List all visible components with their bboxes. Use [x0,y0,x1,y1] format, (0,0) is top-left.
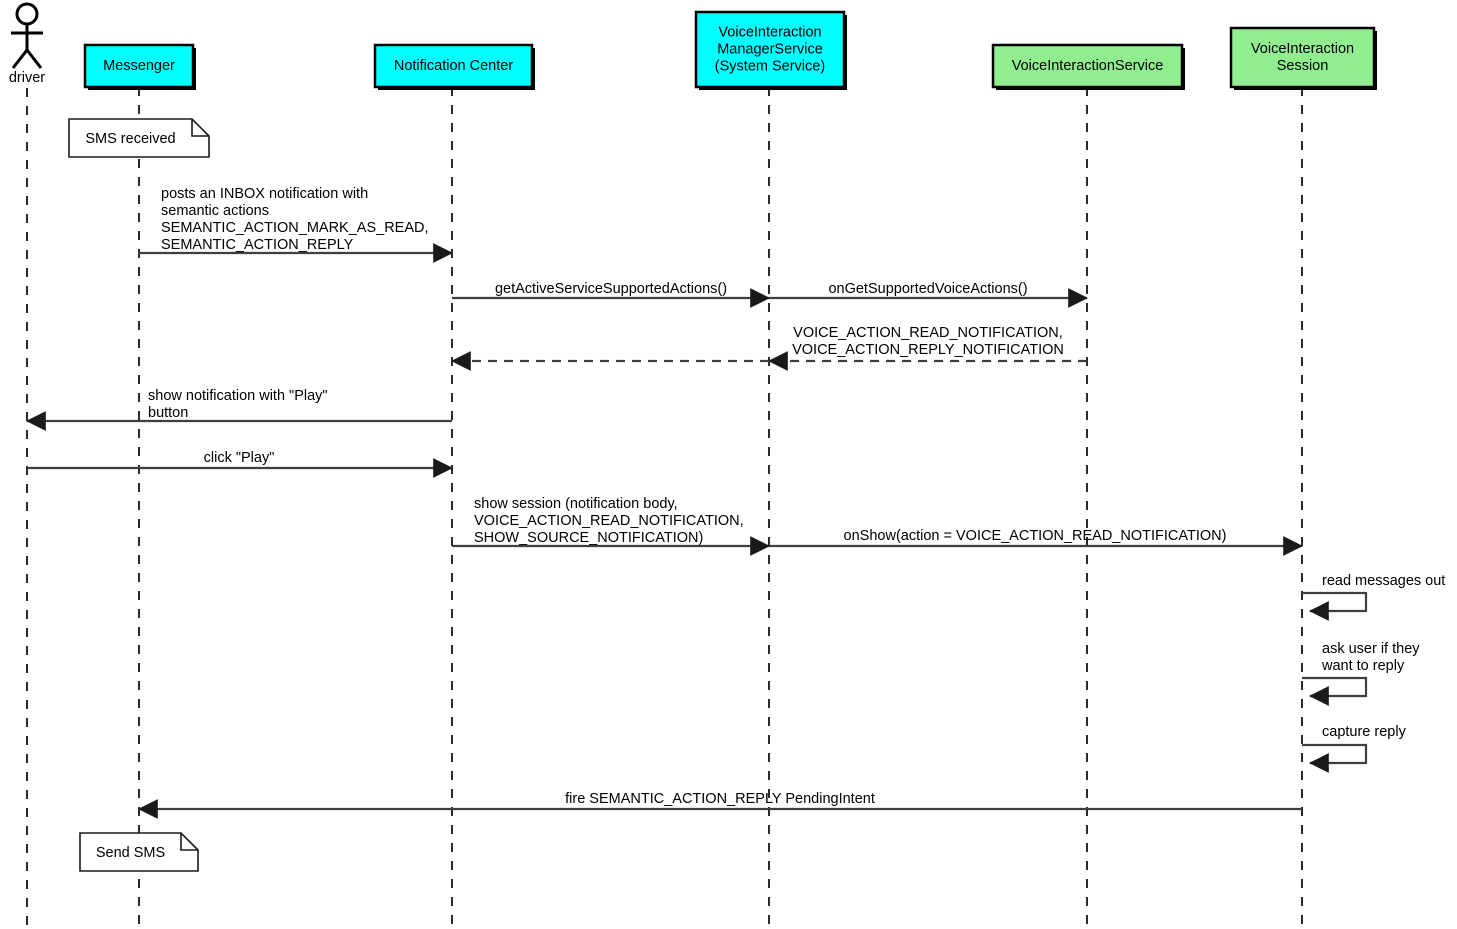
participant-box [694,10,846,89]
participant-box [991,43,1184,89]
note-text: SMS received [85,131,175,147]
self-message-label: read messages out [1322,573,1445,589]
participant-box [1229,26,1376,89]
self-message-arrow [1302,591,1368,621]
message-msg-fire-semantic-action-reply-pendingintent: fire SEMANTIC_ACTION_REPLY PendingIntent [138,791,1302,819]
message-label: click "Play" [204,450,275,466]
note-body [79,832,199,872]
message-label: posts an INBOX notification with [161,186,368,202]
self-message-label: want to reply [1321,658,1405,674]
message-label: onGetSupportedVoiceActions() [828,281,1027,297]
participant-box [83,43,195,89]
participant-label: Notification Center [394,58,513,74]
message-label: SEMANTIC_ACTION_REPLY [161,237,354,253]
message-msg-get-active-service-supported-actions: getActiveServiceSupportedActions() [452,281,770,308]
participant-messenger[interactable]: Messenger [83,43,196,90]
self-message-self-read-messages-out: read messages out [1302,573,1445,621]
participant-label: VoiceInteraction [718,24,821,40]
participant-label: ManagerService [717,41,823,57]
participants-layer: Messenger Notification Center VoiceInterac… [83,10,1377,90]
note-note-send-sms: Send SMS [79,832,199,872]
note-body [68,118,210,158]
participant-label: Messenger [103,58,175,74]
message-msg-show-session: show session (notification body,VOICE_AC… [452,496,770,556]
note-note-sms-received: SMS received [68,118,210,158]
actor-leg-right [25,49,43,69]
lifelines-layer [26,87,1303,929]
message-msg-show-notification-with-play: show notification with "Play"button [26,388,452,431]
note-fold-icon [180,833,198,851]
self-message-arrow [1302,676,1368,706]
message-label: show session (notification body, [474,496,678,512]
self-message-self-capture-reply: capture reply [1302,724,1407,773]
actor-head-icon [15,2,39,26]
message-label: semantic actions [161,203,269,219]
message-label: button [148,405,188,421]
message-label: VOICE_ACTION_READ_NOTIFICATION, [474,513,744,529]
message-label: onShow(action = VOICE_ACTION_READ_NOTIFI… [844,528,1227,544]
self-message-label: capture reply [1322,724,1407,740]
message-msg-return-voice-actions-to-vims: VOICE_ACTION_READ_NOTIFICATION,VOICE_ACT… [768,325,1087,371]
message-label: getActiveServiceSupportedActions() [495,281,727,297]
message-msg-on-show: onShow(action = VOICE_ACTION_READ_NOTIFI… [769,528,1303,556]
participant-label: VoiceInteractionService [1012,58,1164,74]
message-label: fire SEMANTIC_ACTION_REPLY PendingIntent [565,791,875,807]
actor-driver[interactable]: driver [9,2,45,86]
message-msg-click-play: click "Play" [27,450,453,478]
message-msg-on-get-supported-voice-actions: onGetSupportedVoiceActions() [769,281,1088,308]
note-fold-icon [191,119,209,137]
message-label: SHOW_SOURCE_NOTIFICATION) [474,530,703,546]
actor-label: driver [9,70,45,86]
note-text: Send SMS [96,845,165,861]
message-msg-post-inbox-notification: posts an INBOX notification withsemantic… [139,186,453,263]
message-label: VOICE_ACTION_REPLY_NOTIFICATION [792,342,1064,358]
actor-leg-left [11,49,29,69]
participant-notification-center[interactable]: Notification Center [373,43,535,90]
message-label: VOICE_ACTION_READ_NOTIFICATION, [793,325,1063,341]
self-message-label: ask user if they [1322,641,1420,657]
participant-voice-interaction-service[interactable]: VoiceInteractionService [991,43,1185,90]
self-message-arrow [1302,743,1368,773]
messages-layer: posts an INBOX notification withsemantic… [26,186,1303,819]
actors-layer: driver [9,2,45,86]
message-label: SEMANTIC_ACTION_MARK_AS_READ, [161,220,429,236]
participant-box [373,43,534,89]
participant-label: VoiceInteraction [1251,41,1354,57]
participant-label: Session [1277,58,1329,74]
message-label: show notification with "Play" [148,388,328,404]
participant-label: (System Service) [715,58,825,74]
